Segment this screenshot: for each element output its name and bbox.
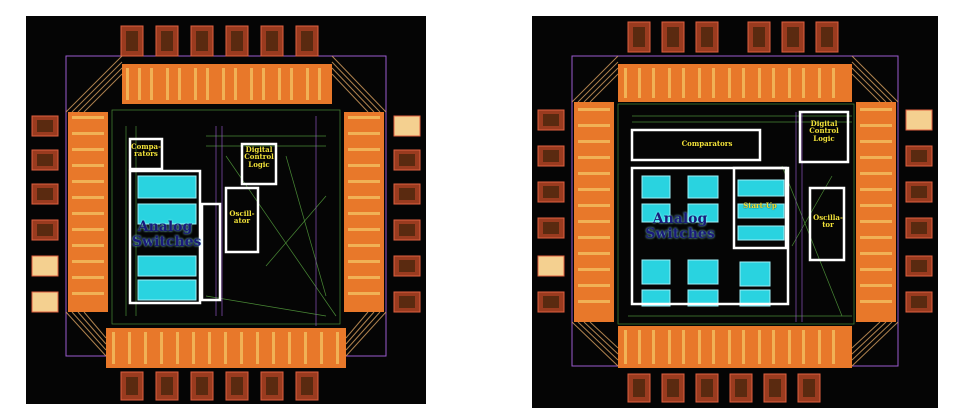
digital-control-logic-label: Digital Control Logic [809, 119, 839, 143]
top-pads [120, 25, 319, 57]
oscillator-label: Oscill- ator [229, 209, 255, 226]
chip-layout-2-art [537, 21, 933, 403]
bottom-io-row [106, 328, 346, 368]
right-pads [905, 109, 933, 313]
chip-layout-1-art [31, 25, 421, 401]
corner-fans [571, 55, 899, 367]
comparators-label: Comparators [681, 139, 733, 148]
right-io-column [856, 102, 896, 322]
left-io-column [574, 102, 614, 322]
block-outlines [630, 110, 850, 306]
bottom-pads [120, 371, 319, 401]
right-io-column [344, 112, 384, 312]
left-pads [537, 109, 565, 313]
block-outlines [128, 137, 278, 305]
analog-switch-cells [641, 175, 785, 307]
left-pads [31, 115, 59, 313]
startup-label: Start-Up [743, 201, 777, 210]
comparators-label: Compa- rators [131, 142, 161, 159]
oscillator-label: Oscilla- tor [813, 213, 843, 230]
chip-layout-2: Comparators Digital Control Logic Analog… [532, 16, 938, 408]
bottom-pads [627, 373, 821, 403]
analog-switch-cells [137, 175, 197, 301]
core-routing [111, 109, 341, 325]
right-pads [393, 115, 421, 313]
top-pads [627, 21, 839, 53]
analog-switches-label: Analog Switches [645, 211, 715, 242]
analog-switches-label: Analog Switches [132, 219, 202, 250]
chip-layout-1: Compa- rators Digital Control Logic Anal… [26, 16, 426, 404]
left-io-column [68, 112, 108, 312]
top-io-row [122, 64, 332, 104]
digital-control-logic-label: Digital Control Logic [244, 145, 274, 169]
top-io-row [618, 64, 852, 102]
corner-fans [65, 55, 387, 357]
bottom-io-row [618, 326, 852, 368]
